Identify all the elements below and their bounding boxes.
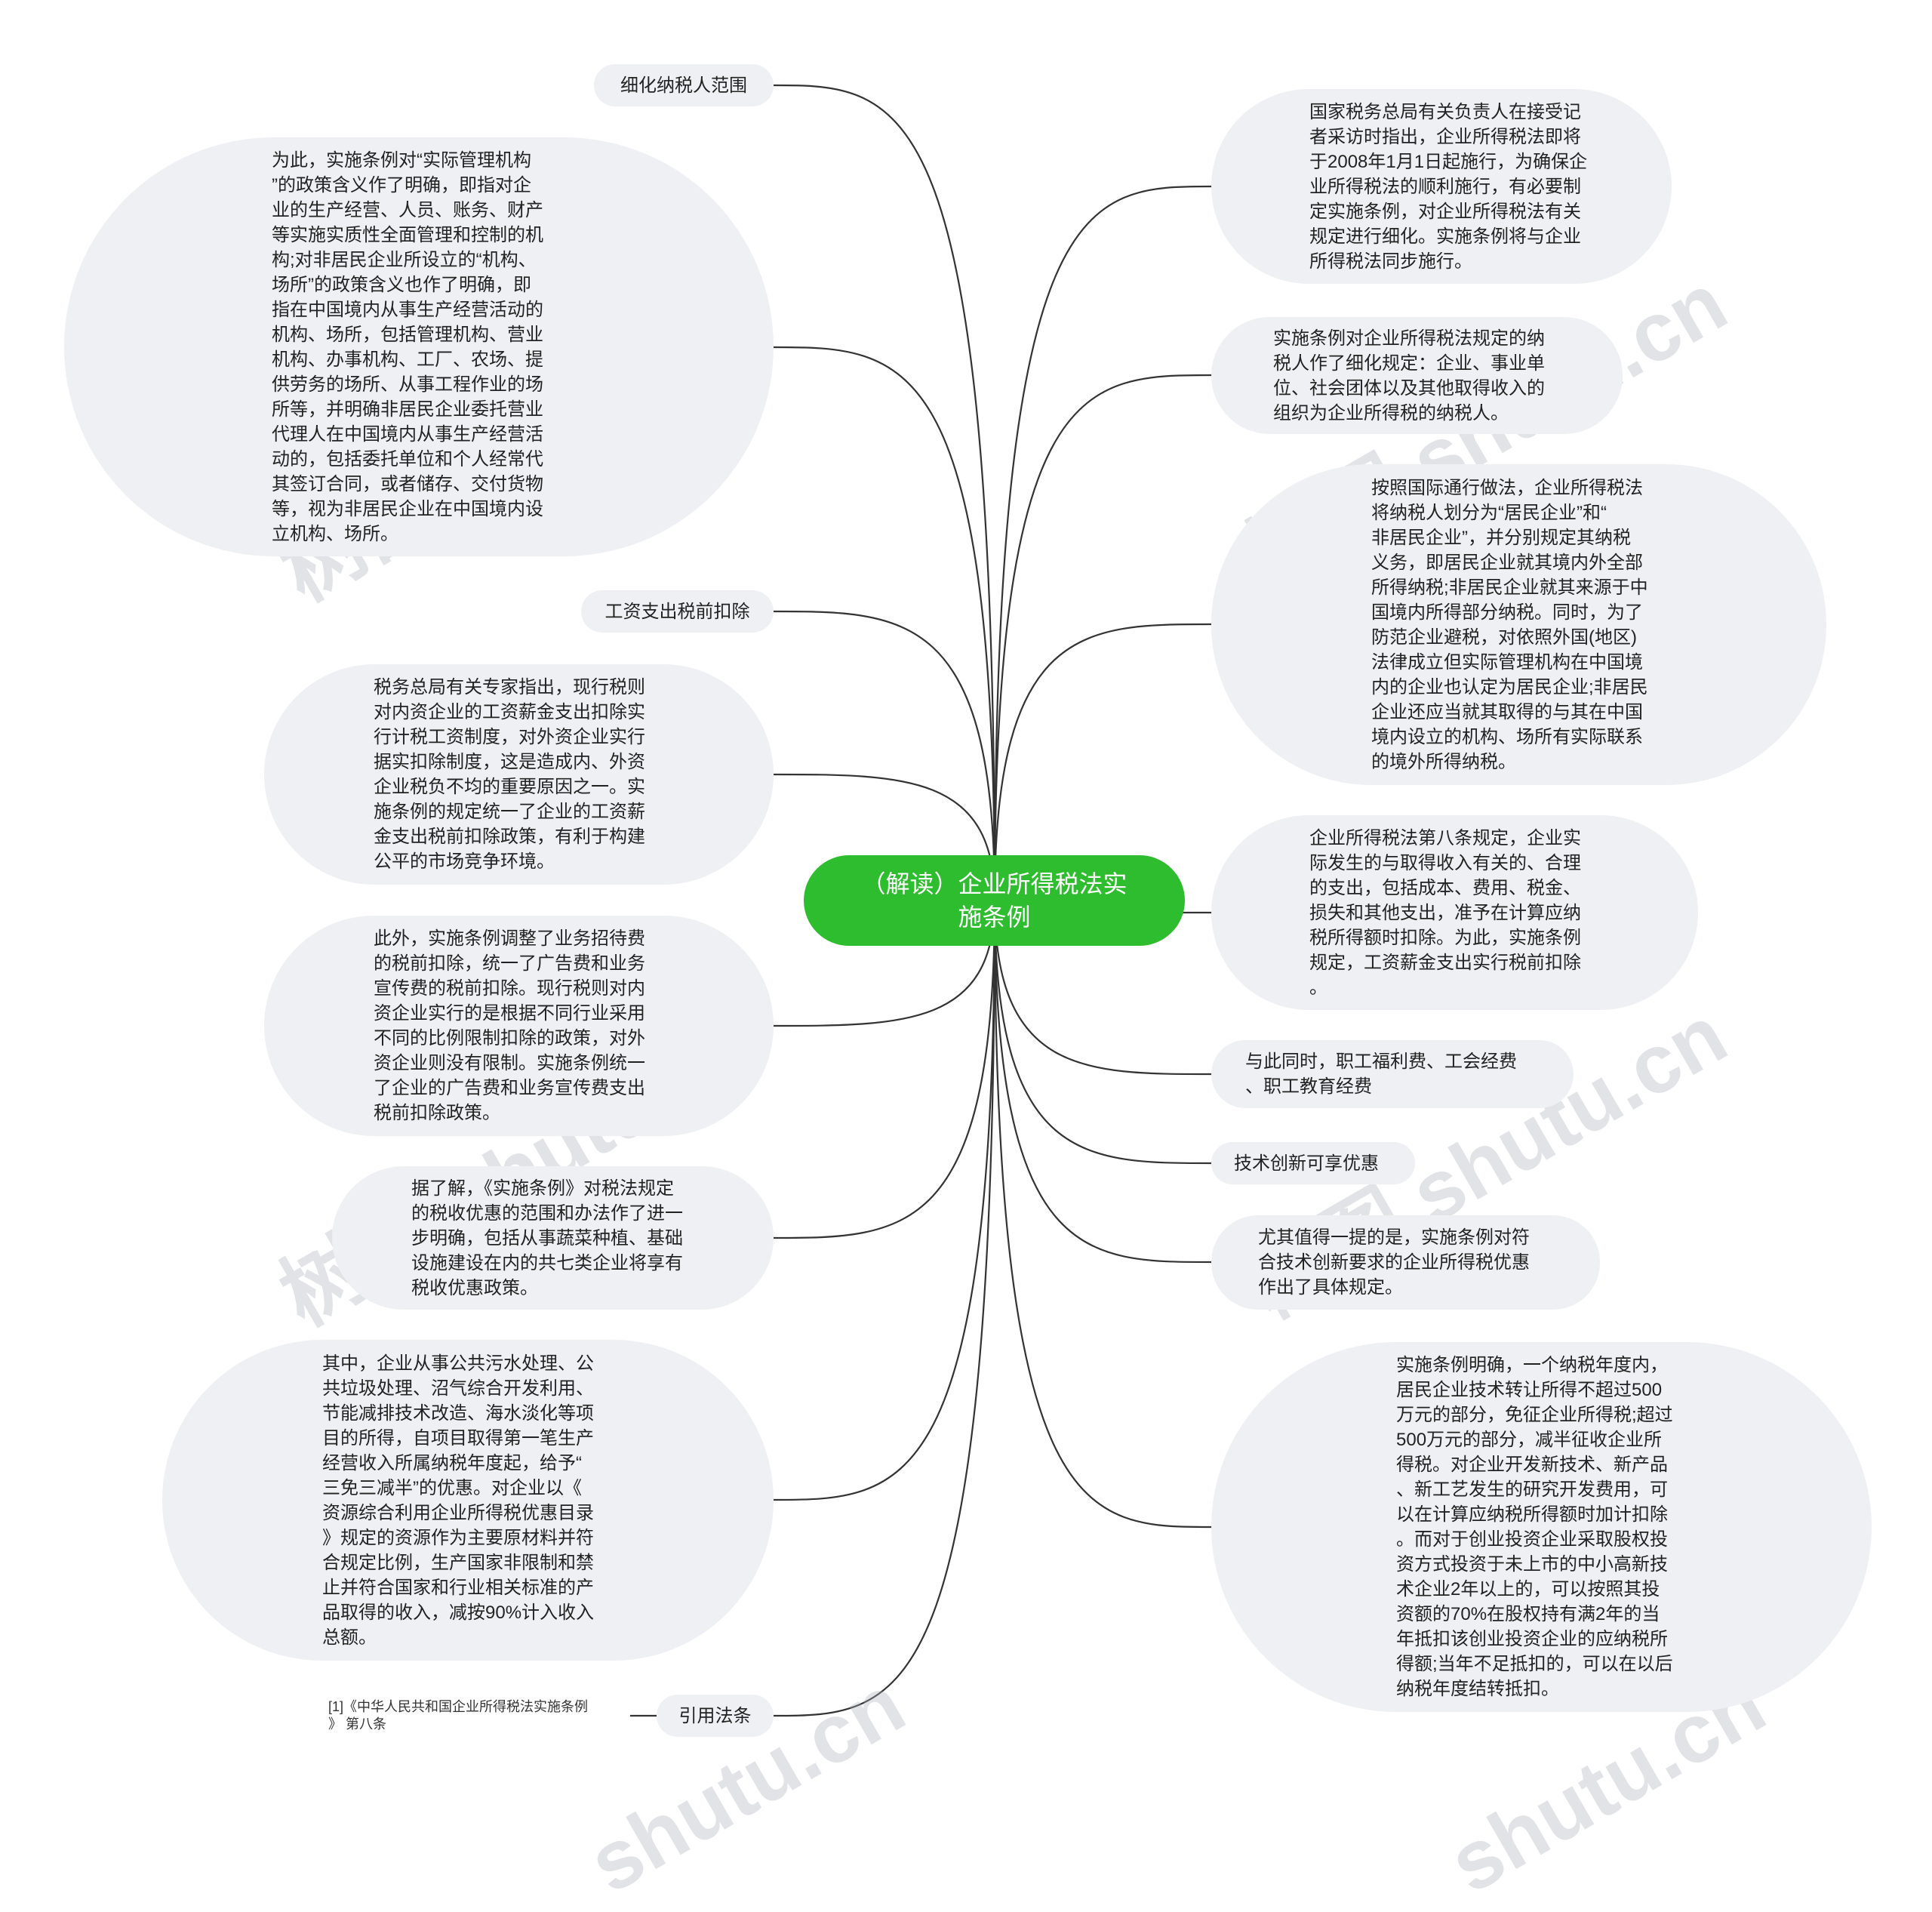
- connector-right: [993, 374, 1212, 901]
- topic-wage-deduction[interactable]: 工资支出税前扣除: [581, 590, 774, 633]
- topic-label: 国家税务总局有关负责人在接受记 者采访时指出，企业所得税法即将 于2008年1月…: [1309, 101, 1588, 272]
- topic-label: 为此，实施条例对“实际管理机构 ”的政策含义作了明确，即指对企 业的生产经营、人…: [272, 149, 543, 544]
- topic-label: 企业所得税法第八条规定，企业实 际发生的与取得收入有关的、合理 的支出，包括成本…: [1309, 827, 1581, 998]
- connector-right: [993, 900, 1212, 1076]
- topic-label: 技术创新可享优惠: [1234, 1153, 1379, 1174]
- topic-label: 细化纳税人范围: [620, 75, 747, 96]
- topic-taxpayer-scope[interactable]: 细化纳税人范围: [594, 64, 774, 106]
- connector-right: [993, 900, 1212, 1165]
- topic-label: 据了解，《实施条例》对税法规定 的税收优惠的范围和办法作了进一 步明确，包括从事…: [411, 1178, 683, 1298]
- topic-resident-classification[interactable]: 按照国际通行做法，企业所得税法 将纳税人划分为“居民企业”和“ 非居民企业”，并…: [1211, 464, 1826, 785]
- topic-environmental-projects[interactable]: 其中，企业从事公共污水处理、公 共垃圾处理、沼气综合开发利用、 节能减排技术改造…: [162, 1340, 774, 1661]
- topic-label: 税务总局有关专家指出，现行税则 对内资企业的工资薪金支出扣除实 行计税工资制度，…: [374, 677, 645, 872]
- topic-welfare-expenses[interactable]: 与此同时，职工福利费、工会经费 、职工教育经费: [1211, 1040, 1574, 1108]
- topic-innovation-rules[interactable]: 尤其值得一提的是，实施条例对符 合技术创新要求的企业所得税优惠 作出了具体规定。: [1211, 1215, 1600, 1310]
- topic-label: 按照国际通行做法，企业所得税法 将纳税人划分为“居民企业”和“ 非居民企业”，并…: [1371, 477, 1648, 772]
- topic-label: 实施条例明确，一个纳税年度内， 居民企业技术转让所得不超过500 万元的部分，免…: [1396, 1355, 1673, 1699]
- connector-left: [773, 610, 996, 901]
- connector-right: [993, 623, 1212, 901]
- root-topic-label: （解读）企业所得税法实 施条例: [861, 870, 1128, 931]
- connector-left: [773, 900, 996, 1501]
- topic-sat-statement[interactable]: 国家税务总局有关负责人在接受记 者采访时指出，企业所得税法即将 于2008年1月…: [1211, 89, 1672, 284]
- topic-technology-transfer[interactable]: 实施条例明确，一个纳税年度内， 居民企业技术转让所得不超过500 万元的部分，免…: [1211, 1342, 1872, 1712]
- mind-map-canvas: 树图 shutu.cn 树图 shutu.cn 树图 shutu.cn 树图 s…: [64, 64, 1872, 1910]
- topic-advertising-deduction[interactable]: 此外，实施条例调整了业务招待费 的税前扣除，统一了广告费和业务 宣传费的税前扣除…: [264, 916, 774, 1136]
- connector-left: [773, 900, 996, 1717]
- topic-label: 实施条例对企业所得税法规定的纳 税人作了细化规定：企业、事业单 位、社会团体以及…: [1273, 328, 1545, 423]
- reference-citation[interactable]: [1]《中华人民共和国企业所得税法实施条例 》 第八条: [328, 1699, 589, 1732]
- connector-right: [993, 185, 1212, 901]
- root-topic[interactable]: （解读）企业所得税法实 施条例: [804, 855, 1185, 946]
- topic-label: 引用法条: [678, 1705, 752, 1726]
- connector-right: [993, 900, 1212, 1529]
- connector-left: [773, 900, 996, 1239]
- connector-left: [773, 84, 996, 901]
- topic-label: 尤其值得一提的是，实施条例对符 合技术创新要求的企业所得税优惠 作出了具体规定。: [1258, 1227, 1530, 1298]
- topic-expert-opinion[interactable]: 税务总局有关专家指出，现行税则 对内资企业的工资薪金支出扣除实 行计税工资制度，…: [264, 664, 774, 885]
- connector-left: [773, 346, 996, 901]
- topic-label: 工资支出税前扣除: [605, 601, 750, 622]
- topic-innovation-incentives[interactable]: 技术创新可享优惠: [1211, 1142, 1415, 1184]
- topic-tax-incentives[interactable]: 据了解，《实施条例》对税法规定 的税收优惠的范围和办法作了进一 步明确，包括从事…: [332, 1166, 774, 1310]
- connector-right: [993, 900, 1212, 1264]
- topic-taxpayer-definition[interactable]: 实施条例对企业所得税法规定的纳 税人作了细化规定：企业、事业单 位、社会团体以及…: [1211, 317, 1623, 434]
- topic-label: 与此同时，职工福利费、工会经费 、职工教育经费: [1245, 1051, 1517, 1097]
- topic-management-body[interactable]: 为此，实施条例对“实际管理机构 ”的政策含义作了明确，即指对企 业的生产经营、人…: [64, 137, 774, 556]
- topic-label: 其中，企业从事公共污水处理、公 共垃圾处理、沼气综合开发利用、 节能减排技术改造…: [322, 1353, 595, 1648]
- topic-label: 此外，实施条例调整了业务招待费 的税前扣除，统一了广告费和业务 宣传费的税前扣除…: [374, 928, 645, 1123]
- topic-cited-articles[interactable]: 引用法条: [657, 1695, 774, 1737]
- topic-article-eight[interactable]: 企业所得税法第八条规定，企业实 际发生的与取得收入有关的、合理 的支出，包括成本…: [1211, 815, 1698, 1010]
